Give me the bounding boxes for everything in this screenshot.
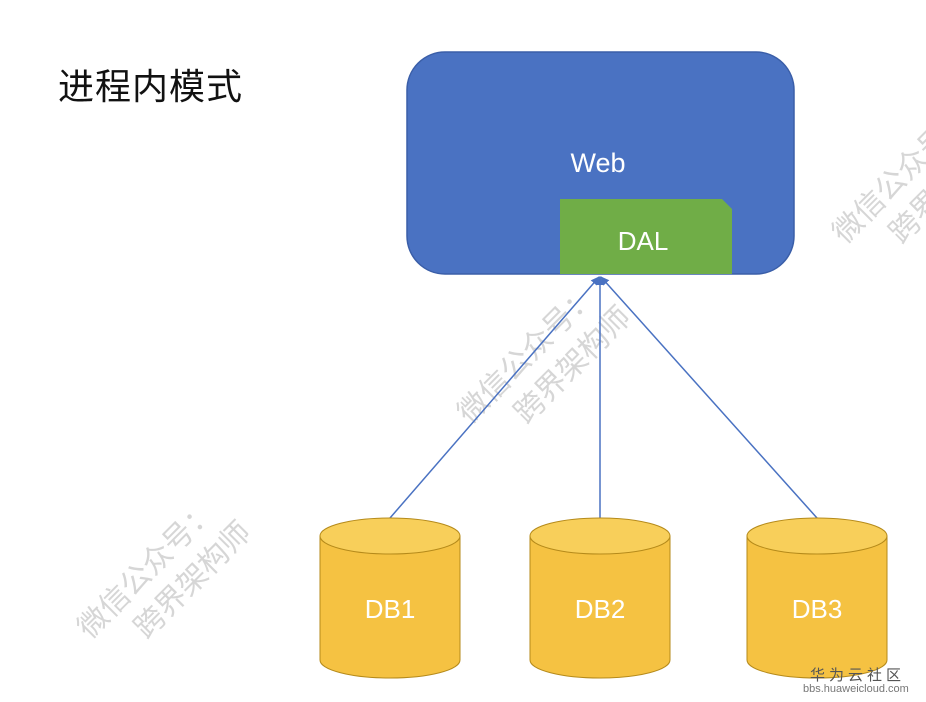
db2-label: DB2 <box>575 594 626 624</box>
footer-url: bbs.huaweicloud.com <box>803 683 909 695</box>
db1-label: DB1 <box>365 594 416 624</box>
dal-box <box>560 199 732 274</box>
database-db3: DB3 <box>746 517 888 679</box>
web-label: Web <box>570 148 625 178</box>
db3-label: DB3 <box>792 594 843 624</box>
database-db1: DB1 <box>319 517 461 679</box>
page-title: 进程内模式 <box>58 67 244 108</box>
arrow-db3-to-dal <box>600 276 818 519</box>
footer-brand: 华为云社区 <box>810 666 906 684</box>
database-db2: DB2 <box>529 517 671 679</box>
dal-label: DAL <box>618 226 669 256</box>
arrow-db1-to-dal <box>389 276 600 519</box>
